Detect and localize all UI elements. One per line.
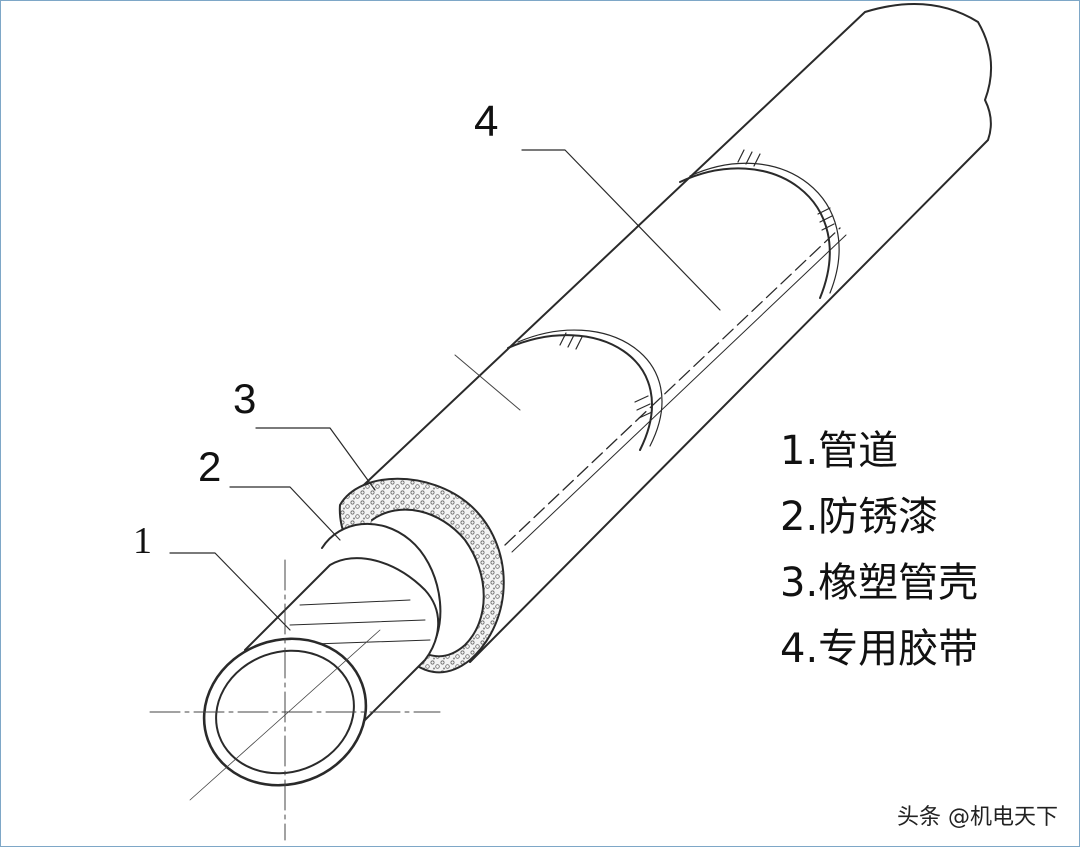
legend-item-special-tape: 4.专用胶带 (780, 626, 979, 672)
callout-label-4: 4 (474, 97, 499, 146)
callout-label-2: 2 (198, 443, 222, 490)
tape-layer (349, 3, 993, 663)
callout-label-1: 1 (133, 520, 152, 562)
leader-lines (169, 149, 721, 631)
legend-item-pipe: 1.管道 (780, 428, 899, 474)
callout-label-3: 3 (233, 375, 257, 422)
legend-item-rubber-plastic-shell: 3.橡塑管壳 (780, 560, 979, 606)
center-lines (149, 354, 521, 841)
steel-pipe (202, 557, 440, 787)
watermark: 头条 @机电天下 (897, 805, 1058, 830)
legend-item-anti-rust-paint: 2.防锈漆 (780, 494, 939, 540)
legend: 1.管道 2.防锈漆 3.橡塑管壳 4.专用胶带 (780, 425, 978, 689)
